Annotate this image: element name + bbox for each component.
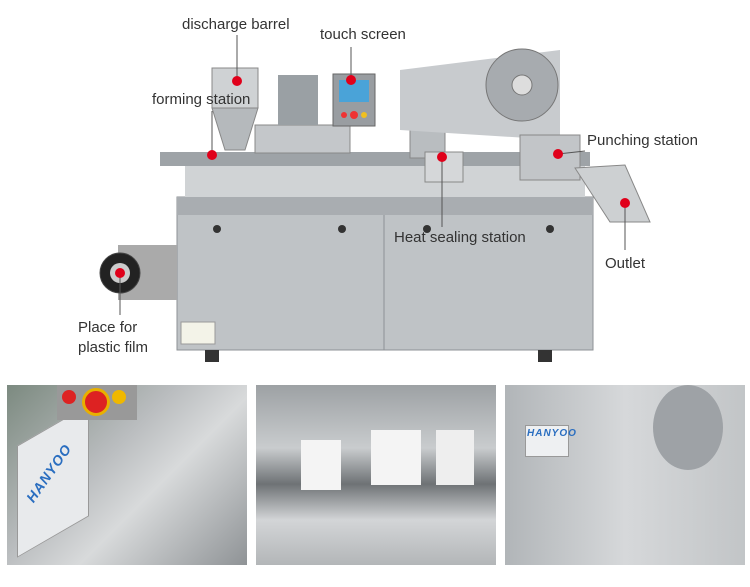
label-plastic-film-1: Place for (78, 319, 138, 336)
label-heat-sealing-station: Heat sealing station (394, 229, 526, 246)
marker-discharge-barrel (232, 76, 242, 86)
photo-feeding-brushes (256, 385, 496, 565)
label-discharge-barrel: discharge barrel (182, 16, 290, 33)
label-plastic-film-2: plastic film (78, 339, 149, 356)
photo-forming-detail: HANYOO (7, 385, 247, 565)
marker-punching-station (553, 149, 563, 159)
marker-outlet (620, 198, 630, 208)
marker-touch-screen (346, 75, 356, 85)
label-forming-station: forming station (152, 91, 251, 108)
label-punching-station: Punching station (587, 132, 698, 149)
label-outlet: Outlet (605, 255, 646, 272)
marker-plastic-film (115, 268, 125, 278)
brand-logo-2: HANYOO (527, 428, 577, 439)
machine-illustration (99, 35, 651, 362)
marker-forming-station (207, 150, 217, 160)
machine-cabinet (176, 196, 594, 351)
label-touch-screen: touch screen (320, 26, 406, 43)
photo-sealing-roll: HANYOO (505, 385, 745, 565)
marker-heat-sealing (437, 152, 447, 162)
